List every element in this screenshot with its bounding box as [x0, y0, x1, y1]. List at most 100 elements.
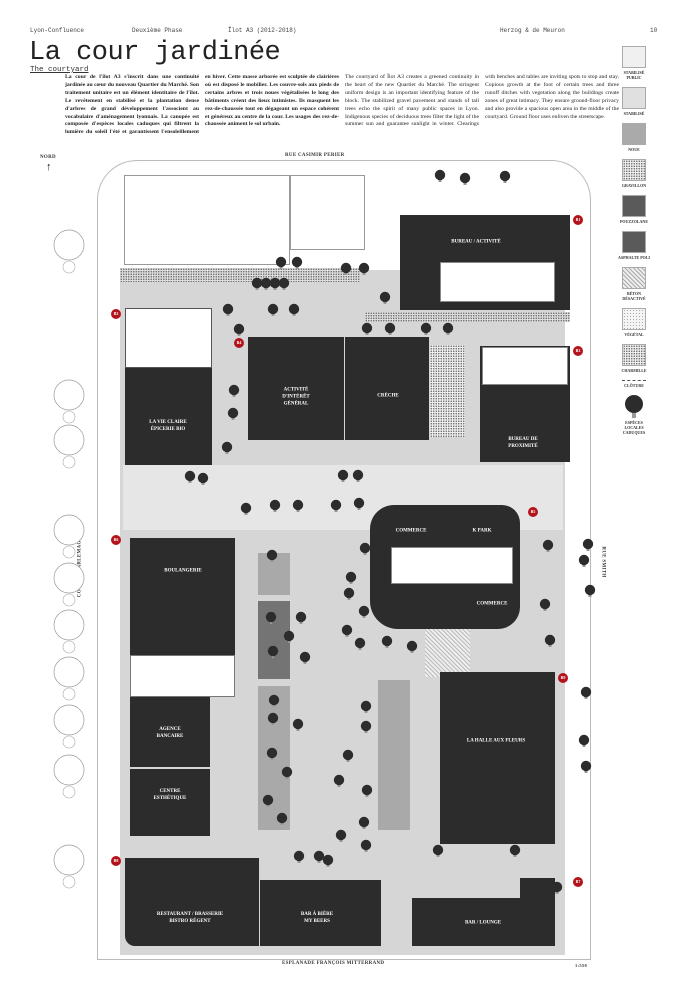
legend-item: GRAVILLON [618, 159, 650, 188]
building-restaurant-brasserie [125, 858, 259, 946]
tree [299, 651, 311, 664]
legend-label: STABILISÉ [623, 111, 645, 116]
legend-swatch [622, 46, 646, 68]
tree [330, 499, 342, 512]
legend-label: ESPÈCES LOCALES CADUQUES [622, 420, 646, 435]
tree [551, 881, 563, 894]
tree [420, 322, 432, 335]
tree [544, 634, 556, 647]
tree [288, 303, 300, 316]
boundary-line [590, 660, 591, 960]
noue [258, 686, 290, 830]
label-bar-a-biere: BAR À BIÈRE MY BEERS [300, 912, 334, 924]
label-centre-esthetique: CENTRE ESTHÉTIQUE [153, 789, 187, 801]
tree [353, 497, 365, 510]
north-arrow-icon: ↑ [46, 161, 52, 173]
marker-b4: B4 [234, 338, 244, 348]
tree [343, 587, 355, 600]
street-tree [53, 609, 85, 654]
tree [283, 630, 295, 643]
building-halle-aux-fleurs [440, 672, 555, 844]
header-project: Lyon-Confluence [30, 27, 85, 34]
legend-swatch [622, 159, 646, 181]
street-tree [53, 754, 85, 799]
street-tree [53, 229, 85, 274]
legend-label: NOUE [628, 147, 640, 152]
tree [227, 407, 239, 420]
legend-swatch [622, 123, 646, 145]
marker-b5: B5 [528, 507, 538, 517]
legend-item: ESPÈCES LOCALES CADUQUES [618, 395, 650, 435]
legend-item: STABILISÉ PUBLIC [618, 46, 650, 80]
tree [295, 611, 307, 624]
legend-item: NOUE [618, 123, 650, 152]
marker-b3: B3 [573, 346, 583, 356]
legend-label: VÉGÉTAL [624, 332, 644, 337]
gravel-strip [120, 268, 360, 282]
tree [197, 472, 209, 485]
body-text-french: La cour de l'îlot A3 s'inscrit dans une … [65, 74, 339, 136]
tree [291, 256, 303, 269]
label-restaurant-brasserie: RESTAURANT / BRASSERIE BISTRO RÉGENT [156, 912, 224, 924]
fence-swatch [622, 380, 646, 381]
marker-b1: B1 [573, 215, 583, 225]
legend-item: POUZZOLANE [618, 195, 650, 224]
tree [360, 720, 372, 733]
label-commerce-1: COMMERCE [395, 528, 427, 534]
building-bar-lounge-annex [520, 878, 555, 898]
tree [184, 470, 196, 483]
marker-b2: B2 [111, 309, 121, 319]
tree [432, 844, 444, 857]
body-text-english: The courtyard of Îlot A3 creates a green… [345, 74, 619, 128]
building-la-vie-claire-terrace [125, 308, 212, 368]
tree [342, 749, 354, 762]
tree [539, 598, 551, 611]
tree [361, 784, 373, 797]
label-la-vie-claire: LA VIE CLAIRE ÉPICERIE BIO [149, 420, 187, 432]
label-boulangerie: BOULANGERIE [164, 568, 202, 574]
tree [269, 499, 281, 512]
label-bar-lounge: BAR / LOUNGE [464, 920, 502, 926]
legend-label: BÉTON DÉSACTIVÉ [622, 291, 646, 301]
tree [292, 718, 304, 731]
tree [582, 538, 594, 551]
tree [228, 384, 240, 397]
label-halle-aux-fleurs: LA HALLE AUX FLEURS [466, 738, 526, 744]
marker-b7: B7 [573, 877, 583, 887]
tree [360, 700, 372, 713]
tree [379, 291, 391, 304]
tree-icon [625, 395, 643, 413]
tree [267, 712, 279, 725]
street-top: RUE CASIMIR PERIER [285, 153, 345, 158]
building-boulangerie-hall [130, 655, 235, 697]
tree [278, 277, 290, 290]
legend-label: STABILISÉ PUBLIC [623, 70, 645, 80]
legend-item: ASPHALTE POLI [618, 231, 650, 260]
tree [580, 686, 592, 699]
site-boundary [97, 160, 591, 960]
tree [337, 469, 349, 482]
tree [240, 502, 252, 515]
tree [499, 170, 511, 183]
tree [333, 774, 345, 787]
legend-swatch [622, 195, 646, 217]
tree [281, 766, 293, 779]
legend-item: STABILISÉ [618, 87, 650, 116]
scale-label: 1:550 [575, 963, 587, 968]
building-bureau-proximite [480, 346, 570, 462]
tree [251, 277, 263, 290]
tree [578, 554, 590, 567]
street-tree [53, 379, 85, 424]
building-activite-interet-general [248, 337, 344, 440]
legend-label: GRAVILLON [621, 183, 647, 188]
legend-item: BÉTON DÉSACTIVÉ [618, 267, 650, 301]
header-phase: Deuxième Phase [132, 27, 183, 34]
tree [345, 571, 357, 584]
tree [221, 441, 233, 454]
tree [266, 747, 278, 760]
tree [578, 734, 590, 747]
tree [335, 829, 347, 842]
tree [360, 839, 372, 852]
label-kpark: K PARK [472, 528, 492, 534]
